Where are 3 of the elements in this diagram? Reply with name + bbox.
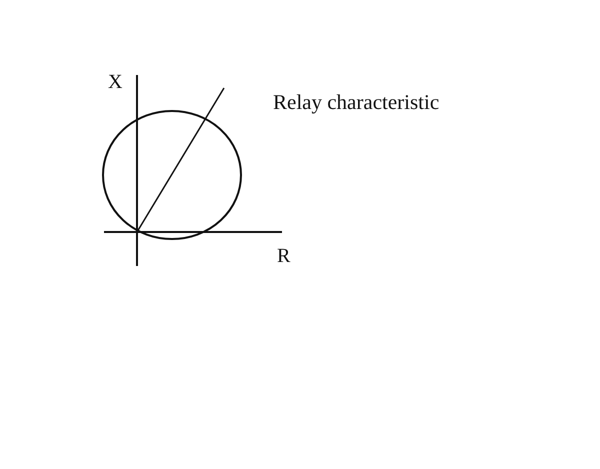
axis-label: X xyxy=(108,72,122,92)
characteristic-label: Relay characteristic xyxy=(273,92,440,113)
axis-label: R xyxy=(277,246,290,266)
